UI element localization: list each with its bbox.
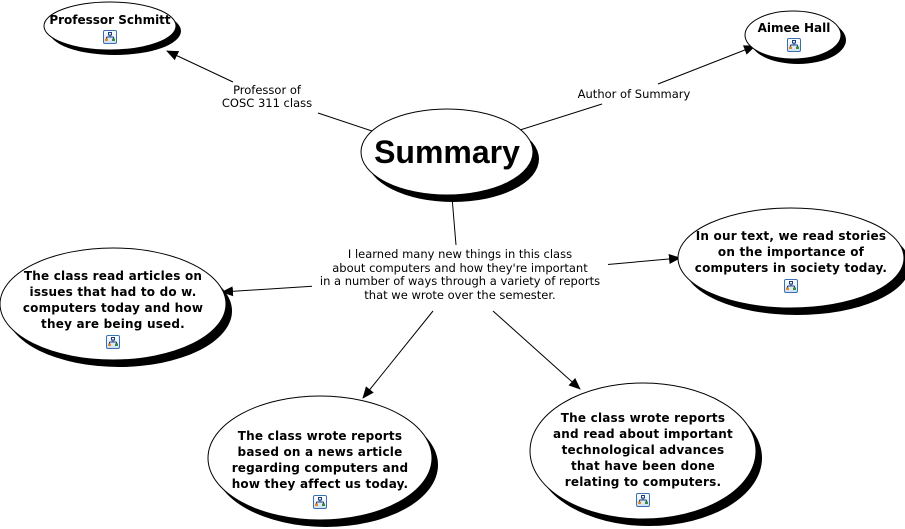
ellipse-text <box>677 207 905 315</box>
submap-icon[interactable] <box>313 494 327 509</box>
node-tech-advances[interactable]: The class wrote reports and read about i… <box>534 402 752 514</box>
node-articles[interactable]: The class read articles on issues that h… <box>4 258 222 358</box>
submap-icon[interactable] <box>103 29 117 44</box>
link-note-to-text <box>601 254 681 266</box>
link-note-to-tech <box>492 310 581 390</box>
ellipse-tech <box>529 382 762 526</box>
ellipse-news <box>207 395 438 527</box>
node-news-reports[interactable]: The class wrote reports based on a news … <box>212 418 428 518</box>
node-label: In our text, we read stories on the impo… <box>694 228 888 275</box>
submap-icon[interactable] <box>636 492 650 507</box>
node-label: The class wrote reports based on a news … <box>231 428 409 491</box>
submap-icon[interactable] <box>787 37 801 52</box>
link-label-professor: Professor of COSC 311 class <box>212 84 322 110</box>
ellipse-summary <box>360 108 539 202</box>
node-label: The class read articles on issues that h… <box>22 268 204 331</box>
node-label: Aimee Hall <box>757 20 831 35</box>
link-summary-to-note <box>451 196 457 246</box>
node-professor-schmitt[interactable]: Professor Schmitt <box>44 6 176 50</box>
node-text-stories[interactable]: In our text, we read stories on the impo… <box>682 220 900 300</box>
link-label-to-professor <box>166 50 234 83</box>
link-summary-to-label-aimee <box>519 103 603 131</box>
node-label: Summary <box>374 133 520 170</box>
link-label-aimee: Author of Summary <box>570 88 698 101</box>
center-note: I learned many new things in this class … <box>312 247 608 302</box>
node-summary[interactable]: Summary <box>362 112 532 192</box>
submap-icon[interactable] <box>106 334 120 349</box>
link-note-to-articles <box>221 285 317 297</box>
link-note-to-news <box>362 310 434 399</box>
node-label: Professor Schmitt <box>49 12 171 27</box>
node-label: The class wrote reports and read about i… <box>552 410 733 489</box>
link-label-to-aimee <box>657 45 756 85</box>
submap-icon[interactable] <box>784 278 798 293</box>
node-aimee-hall[interactable]: Aimee Hall <box>747 14 841 58</box>
ellipse-articles <box>0 247 232 367</box>
link-summary-to-label-professor <box>317 112 373 132</box>
